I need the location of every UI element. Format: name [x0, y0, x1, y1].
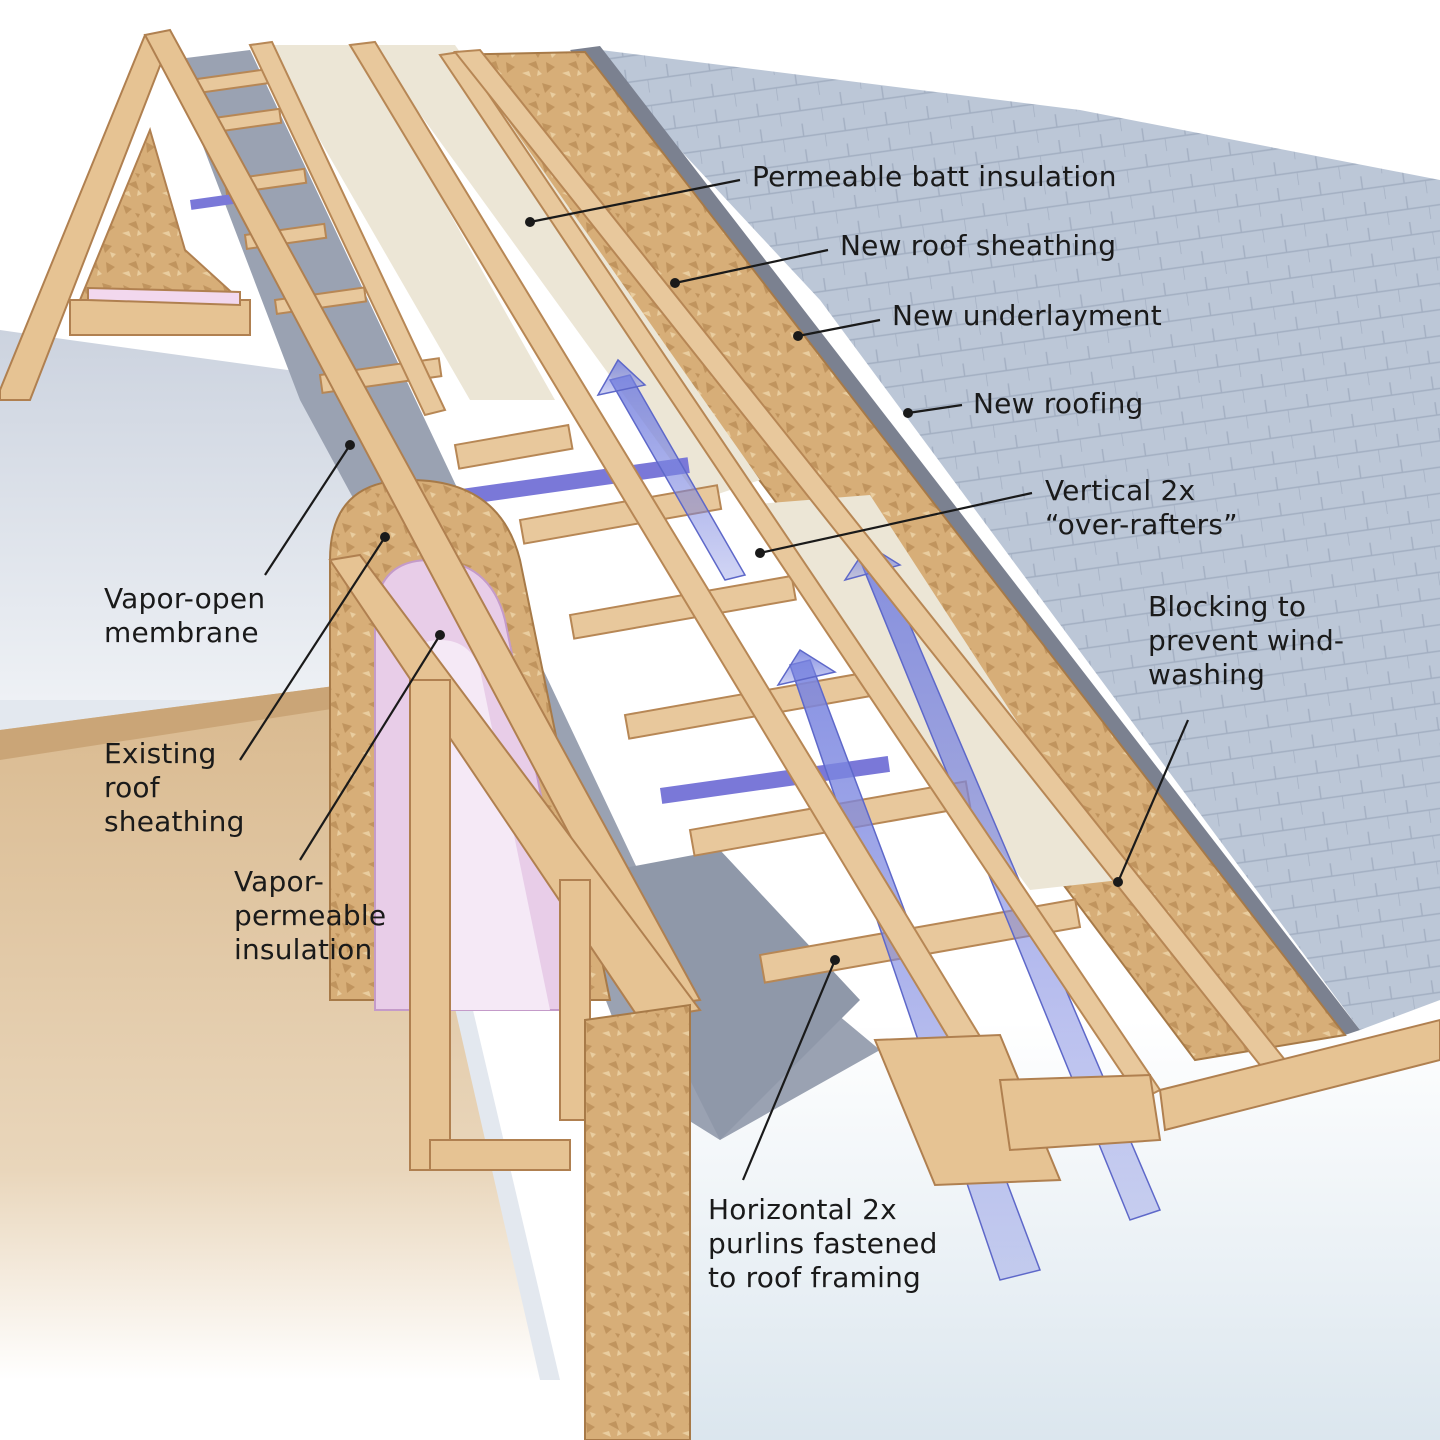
roofing-shingles: [585, 48, 1440, 1030]
label-line: to roof framing: [708, 1261, 922, 1294]
label-line: Vapor-open: [104, 582, 266, 615]
label-line: New roof sheathing: [840, 229, 1117, 262]
label-line: prevent wind-: [1148, 624, 1345, 657]
label-line: permeable: [234, 899, 387, 932]
eave: [873, 1018, 1440, 1187]
over-rafters: [248, 40, 1287, 1142]
label-new-roofing: New roofing: [973, 387, 1144, 421]
wall-framing: [409, 679, 591, 1171]
gable-truss: [0, 33, 251, 401]
main-rafter: [143, 28, 702, 1007]
label-line: Existing: [104, 737, 217, 770]
label-existing-roof-sheathing: Existing roof sheathing: [104, 737, 245, 839]
label-vertical-over-rafters: Vertical 2x “over-rafters”: [1045, 474, 1238, 542]
batt-bay-1: [265, 45, 555, 400]
label-line: New underlayment: [892, 299, 1162, 332]
attic-floor-edge: [0, 680, 390, 760]
label-line: sheathing: [104, 805, 245, 838]
label-line: Horizontal 2x: [708, 1193, 897, 1226]
label-line: New roofing: [973, 387, 1144, 420]
siding-wall: [690, 1020, 1440, 1440]
label-vapor-open-membrane: Vapor-open membrane: [104, 582, 265, 650]
label-line: Vapor-: [234, 865, 325, 898]
label-line: insulation: [234, 933, 373, 966]
rafter-lower: [328, 553, 702, 1022]
membrane: [170, 50, 880, 1140]
label-line: Blocking to: [1148, 590, 1307, 623]
label-blocking: Blocking to prevent wind- washing: [1148, 590, 1344, 692]
interior-end-wall: [0, 330, 400, 700]
label-line: purlins fastened: [708, 1227, 938, 1260]
label-horizontal-purlins: Horizontal 2x purlins fastened to roof f…: [708, 1193, 938, 1295]
label-line: roof: [104, 771, 160, 804]
label-vapor-permeable-insulation: Vapor- permeable insulation: [234, 865, 386, 967]
label-permeable-batt-insulation: Permeable batt insulation: [752, 160, 1117, 194]
label-line: “over-rafters”: [1045, 508, 1238, 541]
label-line: Vertical 2x: [1045, 474, 1196, 507]
label-line: membrane: [104, 616, 259, 649]
leader-lines: [239, 178, 1190, 1181]
label-new-underlayment: New underlayment: [892, 299, 1162, 333]
label-line: Permeable batt insulation: [752, 160, 1117, 193]
label-line: washing: [1148, 658, 1266, 691]
exterior-wall-sheathing: [584, 1003, 691, 1440]
leader-dots: [345, 217, 1123, 965]
label-new-roof-sheathing: New roof sheathing: [840, 229, 1116, 263]
